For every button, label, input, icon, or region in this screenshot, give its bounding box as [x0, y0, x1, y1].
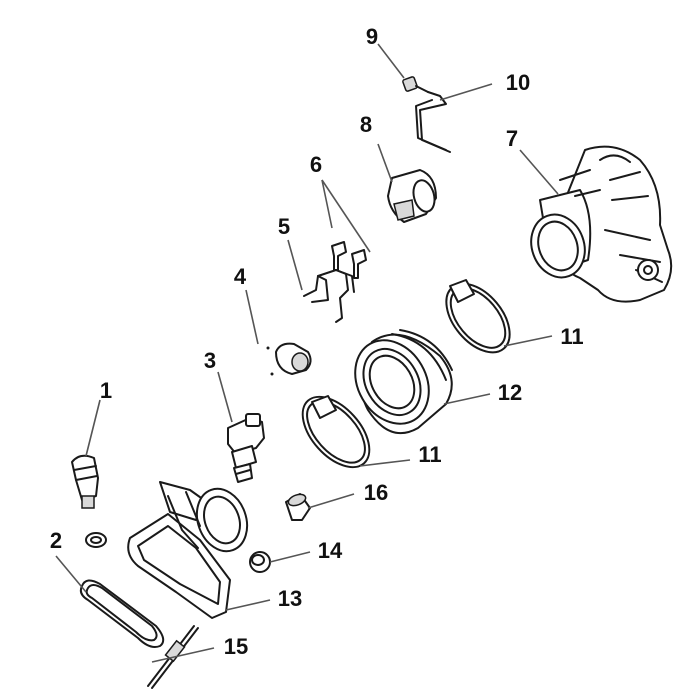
- leader-12: [443, 393, 491, 405]
- leader-14: [269, 551, 311, 563]
- leader-5: [287, 239, 303, 291]
- part-7-throttle-body-assembly: [530, 145, 673, 303]
- part-10-bracket: [415, 91, 451, 153]
- leader-1: [85, 399, 101, 457]
- callout-labels: 1 2 3 4 5 6 7 8 9 10 11 11 12 13 14 15 1…: [50, 24, 584, 659]
- leader-13: [225, 599, 271, 611]
- part-11-hose-clamp-lower: [301, 395, 371, 469]
- part-9-screw: [402, 76, 429, 93]
- callout-2: 2: [50, 528, 62, 553]
- callout-3: 3: [204, 348, 216, 373]
- callout-6: 6: [310, 152, 322, 177]
- callout-12: 12: [498, 380, 522, 405]
- part-3-injector: [227, 413, 265, 483]
- part-2-gasket: [79, 579, 165, 648]
- part-16-grommet: [285, 493, 311, 521]
- leader-11a: [503, 335, 553, 347]
- callout-9: 9: [366, 24, 378, 49]
- callout-5: 5: [278, 214, 290, 239]
- leader-6a: [321, 179, 333, 229]
- callout-11-lower: 11: [418, 442, 441, 467]
- callout-11-upper: 11: [560, 324, 583, 349]
- callout-13: 13: [278, 586, 302, 611]
- leader-8: [377, 143, 393, 183]
- part-6-screws: [331, 241, 367, 279]
- leader-2: [55, 555, 87, 593]
- leader-4: [245, 289, 259, 345]
- leader-16: [307, 493, 355, 509]
- callout-4: 4: [234, 264, 247, 289]
- part-12-intake-boot: [354, 329, 453, 435]
- leader-lines: [55, 43, 559, 663]
- part-13-throttle-housing: [127, 481, 249, 619]
- callout-14: 14: [318, 538, 343, 563]
- part-11-hose-clamp-upper: [445, 279, 511, 354]
- callout-1: 1: [100, 378, 112, 403]
- part-1-sensor: [71, 454, 107, 548]
- part-14-grommet: [249, 551, 271, 573]
- callout-7: 7: [506, 126, 518, 151]
- part-5-bracket: [303, 269, 355, 323]
- part-4-sensor: [266, 342, 312, 376]
- part-8-sensor: [387, 169, 437, 223]
- callout-16: 16: [364, 480, 388, 505]
- callout-15: 15: [224, 634, 248, 659]
- leader-10: [439, 83, 493, 101]
- leader-7: [519, 149, 559, 195]
- leader-3: [217, 371, 233, 423]
- leader-6b: [321, 179, 371, 253]
- callout-8: 8: [360, 112, 372, 137]
- callout-10: 10: [506, 70, 530, 95]
- leader-9: [377, 43, 405, 79]
- leader-15: [151, 647, 215, 663]
- leader-11b: [359, 459, 411, 467]
